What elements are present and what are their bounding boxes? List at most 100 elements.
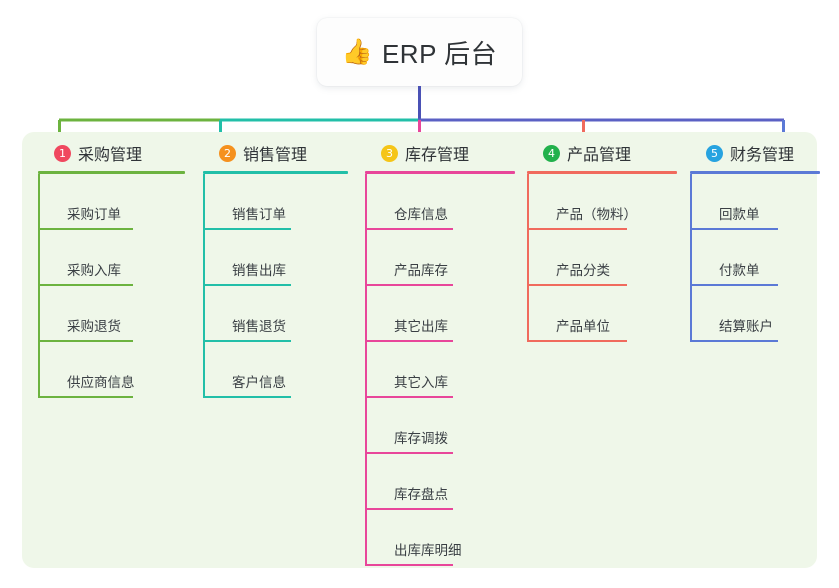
list-item[interactable]: 库存盘点 bbox=[365, 454, 515, 510]
item-label: 供应商信息 bbox=[67, 375, 135, 390]
column-header-5[interactable]: 5 财务管理 bbox=[690, 140, 820, 166]
list-item[interactable]: 产品（物料） bbox=[527, 174, 677, 230]
item-underline bbox=[527, 228, 627, 230]
item-spine bbox=[527, 286, 529, 342]
item-label: 采购入库 bbox=[67, 263, 121, 278]
item-label: 销售订单 bbox=[232, 207, 286, 222]
list-item[interactable]: 回款单 bbox=[690, 174, 820, 230]
item-label: 产品（物料） bbox=[556, 207, 637, 222]
column-underline bbox=[527, 171, 677, 174]
item-spine bbox=[690, 286, 692, 342]
item-underline bbox=[690, 284, 778, 286]
column-underline bbox=[690, 171, 820, 174]
item-label: 采购退货 bbox=[67, 319, 121, 334]
root-node[interactable]: 👍 ERP 后台 bbox=[317, 18, 522, 86]
list-item[interactable]: 结算账户 bbox=[690, 286, 820, 342]
column-badge-icon: 1 bbox=[54, 144, 71, 162]
list-item[interactable]: 采购订单 bbox=[38, 174, 185, 230]
item-spine bbox=[365, 230, 367, 286]
list-item[interactable]: 客户信息 bbox=[203, 342, 348, 398]
item-label: 其它出库 bbox=[394, 319, 448, 334]
column-item-list: 销售订单销售出库销售退货客户信息 bbox=[203, 174, 348, 398]
list-item[interactable]: 付款单 bbox=[690, 230, 820, 286]
item-label: 库存调拨 bbox=[394, 431, 448, 446]
item-label: 结算账户 bbox=[719, 319, 773, 334]
list-item[interactable]: 产品分类 bbox=[527, 230, 677, 286]
item-underline bbox=[527, 284, 627, 286]
column-title: 销售管理 bbox=[243, 147, 308, 164]
item-label: 回款单 bbox=[719, 207, 760, 222]
list-item[interactable]: 库存调拨 bbox=[365, 398, 515, 454]
item-underline bbox=[690, 340, 778, 342]
item-label: 采购订单 bbox=[67, 207, 121, 222]
item-label: 仓库信息 bbox=[394, 207, 448, 222]
list-item[interactable]: 采购退货 bbox=[38, 286, 185, 342]
column-title: 财务管理 bbox=[730, 147, 795, 164]
item-spine bbox=[203, 286, 205, 342]
item-underline bbox=[365, 508, 453, 510]
item-underline bbox=[38, 340, 133, 342]
list-item[interactable]: 仓库信息 bbox=[365, 174, 515, 230]
item-spine bbox=[365, 342, 367, 398]
list-item[interactable]: 采购入库 bbox=[38, 230, 185, 286]
thumbs-up-icon: 👍 bbox=[341, 37, 373, 66]
item-label: 客户信息 bbox=[232, 375, 286, 390]
item-underline bbox=[38, 396, 133, 398]
list-item[interactable]: 产品单位 bbox=[527, 286, 677, 342]
item-underline bbox=[365, 396, 453, 398]
column-underline bbox=[38, 171, 185, 174]
item-spine bbox=[38, 230, 40, 286]
item-spine bbox=[527, 174, 529, 230]
column-财务管理: 5 财务管理回款单付款单结算账户 bbox=[690, 140, 820, 342]
item-underline bbox=[365, 228, 453, 230]
item-underline bbox=[365, 284, 453, 286]
list-item[interactable]: 出库库明细 bbox=[365, 510, 515, 566]
item-underline bbox=[365, 564, 453, 566]
diagram-panel bbox=[22, 132, 817, 568]
list-item[interactable]: 供应商信息 bbox=[38, 342, 185, 398]
item-underline bbox=[690, 228, 778, 230]
item-spine bbox=[365, 174, 367, 230]
list-item[interactable]: 销售退货 bbox=[203, 286, 348, 342]
column-title: 库存管理 bbox=[405, 147, 470, 164]
column-underline bbox=[203, 171, 348, 174]
column-underline bbox=[365, 171, 515, 174]
item-spine bbox=[527, 230, 529, 286]
item-spine bbox=[203, 174, 205, 230]
root-node-title: ERP 后台 bbox=[381, 38, 498, 69]
column-item-list: 仓库信息产品库存其它出库其它入库库存调拨库存盘点出库库明细 bbox=[365, 174, 515, 566]
list-item[interactable]: 产品库存 bbox=[365, 230, 515, 286]
item-label: 出库库明细 bbox=[394, 543, 462, 558]
item-label: 产品分类 bbox=[556, 263, 610, 278]
item-underline bbox=[38, 284, 133, 286]
item-label: 销售出库 bbox=[232, 263, 286, 278]
column-item-list: 产品（物料） 产品分类产品单位 bbox=[527, 174, 677, 342]
list-item[interactable]: 其它入库 bbox=[365, 342, 515, 398]
list-item[interactable]: 其它出库 bbox=[365, 286, 515, 342]
item-spine bbox=[38, 342, 40, 398]
column-item-list: 采购订单采购入库采购退货供应商信息 bbox=[38, 174, 185, 398]
item-underline bbox=[203, 396, 291, 398]
list-item[interactable]: 销售出库 bbox=[203, 230, 348, 286]
item-spine bbox=[203, 230, 205, 286]
item-spine bbox=[203, 342, 205, 398]
list-item[interactable]: 销售订单 bbox=[203, 174, 348, 230]
item-underline bbox=[38, 228, 133, 230]
column-badge-icon: 2 bbox=[219, 144, 236, 162]
column-销售管理: 2 销售管理销售订单销售出库销售退货客户信息 bbox=[203, 140, 348, 398]
column-badge-icon: 5 bbox=[706, 144, 723, 162]
item-label: 产品库存 bbox=[394, 263, 448, 278]
item-spine bbox=[690, 230, 692, 286]
item-underline bbox=[365, 452, 453, 454]
item-label: 库存盘点 bbox=[394, 487, 448, 502]
column-header-2[interactable]: 2 销售管理 bbox=[203, 140, 348, 166]
item-label: 其它入库 bbox=[394, 375, 448, 390]
item-label: 销售退货 bbox=[232, 319, 286, 334]
item-label: 付款单 bbox=[719, 263, 760, 278]
item-underline bbox=[365, 340, 453, 342]
